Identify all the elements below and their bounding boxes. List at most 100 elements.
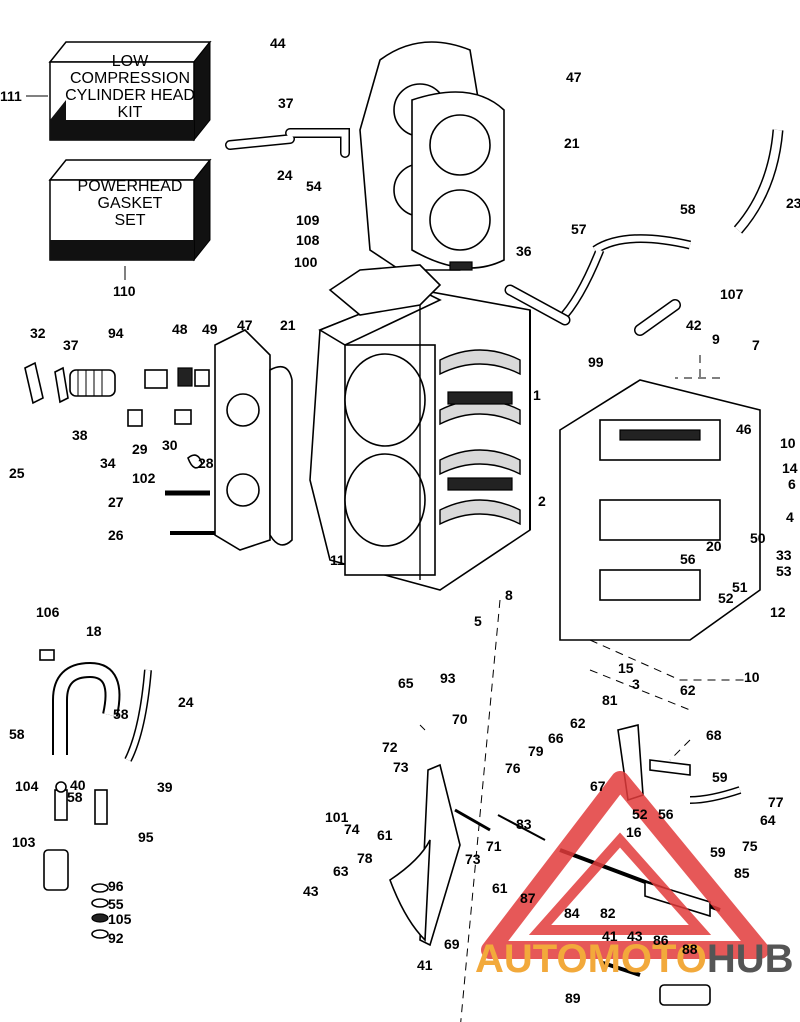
callout-99: 99	[588, 354, 604, 370]
callout-82: 82	[600, 905, 616, 921]
callout-20: 20	[706, 538, 722, 554]
callout-kit1: 111	[0, 88, 22, 104]
low-compression-kit-box: LOW COMPRESSION CYLINDER HEAD KIT	[48, 40, 212, 142]
callout-55: 55	[108, 896, 124, 912]
callout-52: 52	[718, 590, 734, 606]
callout-43: 43	[303, 883, 319, 899]
callout-61: 61	[492, 880, 508, 896]
callout-96: 96	[108, 878, 124, 894]
callout-58: 58	[9, 726, 25, 742]
hoses	[52, 128, 784, 762]
callout-58: 58	[113, 706, 129, 722]
callout-4: 4	[786, 509, 794, 525]
callout-107: 107	[720, 286, 744, 302]
callout-48: 48	[172, 321, 188, 337]
callout-27: 27	[108, 494, 124, 510]
callout-93: 93	[440, 670, 456, 686]
callout-79: 79	[528, 743, 544, 759]
callout-74: 74	[344, 821, 360, 837]
callout-54: 54	[306, 178, 322, 194]
callout-24: 24	[178, 694, 194, 710]
kit1-line4: KIT	[118, 104, 143, 121]
callout-7: 7	[752, 337, 760, 353]
cylinder-head-side	[214, 329, 293, 551]
gasket-set-box: POWERHEAD GASKET SET	[48, 158, 212, 262]
callout-62: 62	[680, 682, 696, 698]
callout-41: 41	[417, 957, 433, 973]
callout-67: 67	[590, 778, 606, 794]
watermark-part2: HUB	[707, 937, 794, 981]
callout-59: 59	[712, 769, 728, 785]
left-small-parts	[24, 361, 215, 535]
callout-23: 23	[786, 195, 800, 211]
callout-43: 43	[627, 928, 643, 944]
callout-61: 61	[377, 827, 393, 843]
callout-37: 37	[278, 95, 294, 111]
callout-72: 72	[382, 739, 398, 755]
callout-101: 101	[325, 809, 349, 825]
callout-92: 92	[108, 930, 124, 946]
callout-58: 58	[67, 789, 83, 805]
cylinder-head-top	[359, 41, 505, 271]
kit2-line3: SET	[114, 212, 145, 229]
thermostat-group	[39, 649, 109, 939]
callout-49: 49	[202, 321, 218, 337]
callout-46: 46	[736, 421, 752, 437]
crankcase-half	[559, 379, 761, 641]
callout-5: 5	[474, 613, 482, 629]
callout-62: 62	[570, 715, 586, 731]
watermark-logo	[481, 771, 769, 959]
callout-10: 10	[744, 669, 760, 685]
callout-8: 8	[505, 587, 513, 603]
callout-12: 12	[770, 604, 786, 620]
cylinder-block	[309, 289, 531, 591]
kit2-line2: GASKET	[98, 195, 163, 212]
callout-51: 51	[732, 579, 748, 595]
callout-15: 15	[618, 660, 634, 676]
callout-102: 102	[132, 470, 156, 486]
callout-1: 1	[533, 387, 541, 403]
callout-47: 47	[237, 317, 253, 333]
callout-73: 73	[465, 851, 481, 867]
callout-42: 42	[686, 317, 702, 333]
kit1-line2: COMPRESSION	[70, 70, 190, 87]
callout-21: 21	[280, 317, 296, 333]
callout-10: 10	[780, 435, 796, 451]
callout-75: 75	[742, 838, 758, 854]
callout-33: 33	[776, 547, 792, 563]
watermark-text: AUTOMOTOHUB	[475, 937, 794, 981]
callout-44: 44	[270, 35, 286, 51]
callout-73: 73	[393, 759, 409, 775]
callout-9: 9	[712, 331, 720, 347]
callout-104: 104	[15, 778, 39, 794]
callout-30: 30	[162, 437, 178, 453]
callout-105: 105	[108, 911, 132, 927]
callout-87: 87	[520, 890, 536, 906]
kit1-line3: CYLINDER HEAD	[65, 87, 195, 104]
callout-57: 57	[571, 221, 587, 237]
callout-109: 109	[296, 212, 320, 228]
callout-69: 69	[444, 936, 460, 952]
callout-50: 50	[750, 530, 766, 546]
callout-37: 37	[63, 337, 79, 353]
callout-86: 86	[653, 932, 669, 948]
callout-100: 100	[294, 254, 318, 270]
callout-24: 24	[277, 167, 293, 183]
callout-34: 34	[100, 455, 116, 471]
dashed-routing	[419, 355, 750, 1022]
callout-39: 39	[157, 779, 173, 795]
callout-2: 2	[538, 493, 546, 509]
callout-6: 6	[788, 476, 796, 492]
callout-25: 25	[9, 465, 25, 481]
callout-66: 66	[548, 730, 564, 746]
callout-16: 16	[626, 824, 642, 840]
callout-84: 84	[564, 905, 580, 921]
callout-41: 41	[602, 928, 618, 944]
callout-65: 65	[398, 675, 414, 691]
callout-95: 95	[138, 829, 154, 845]
watermark-part1: AUTOMOTO	[475, 937, 707, 981]
callout-90: 90	[0, 0, 16, 3]
callout-59: 59	[710, 844, 726, 860]
